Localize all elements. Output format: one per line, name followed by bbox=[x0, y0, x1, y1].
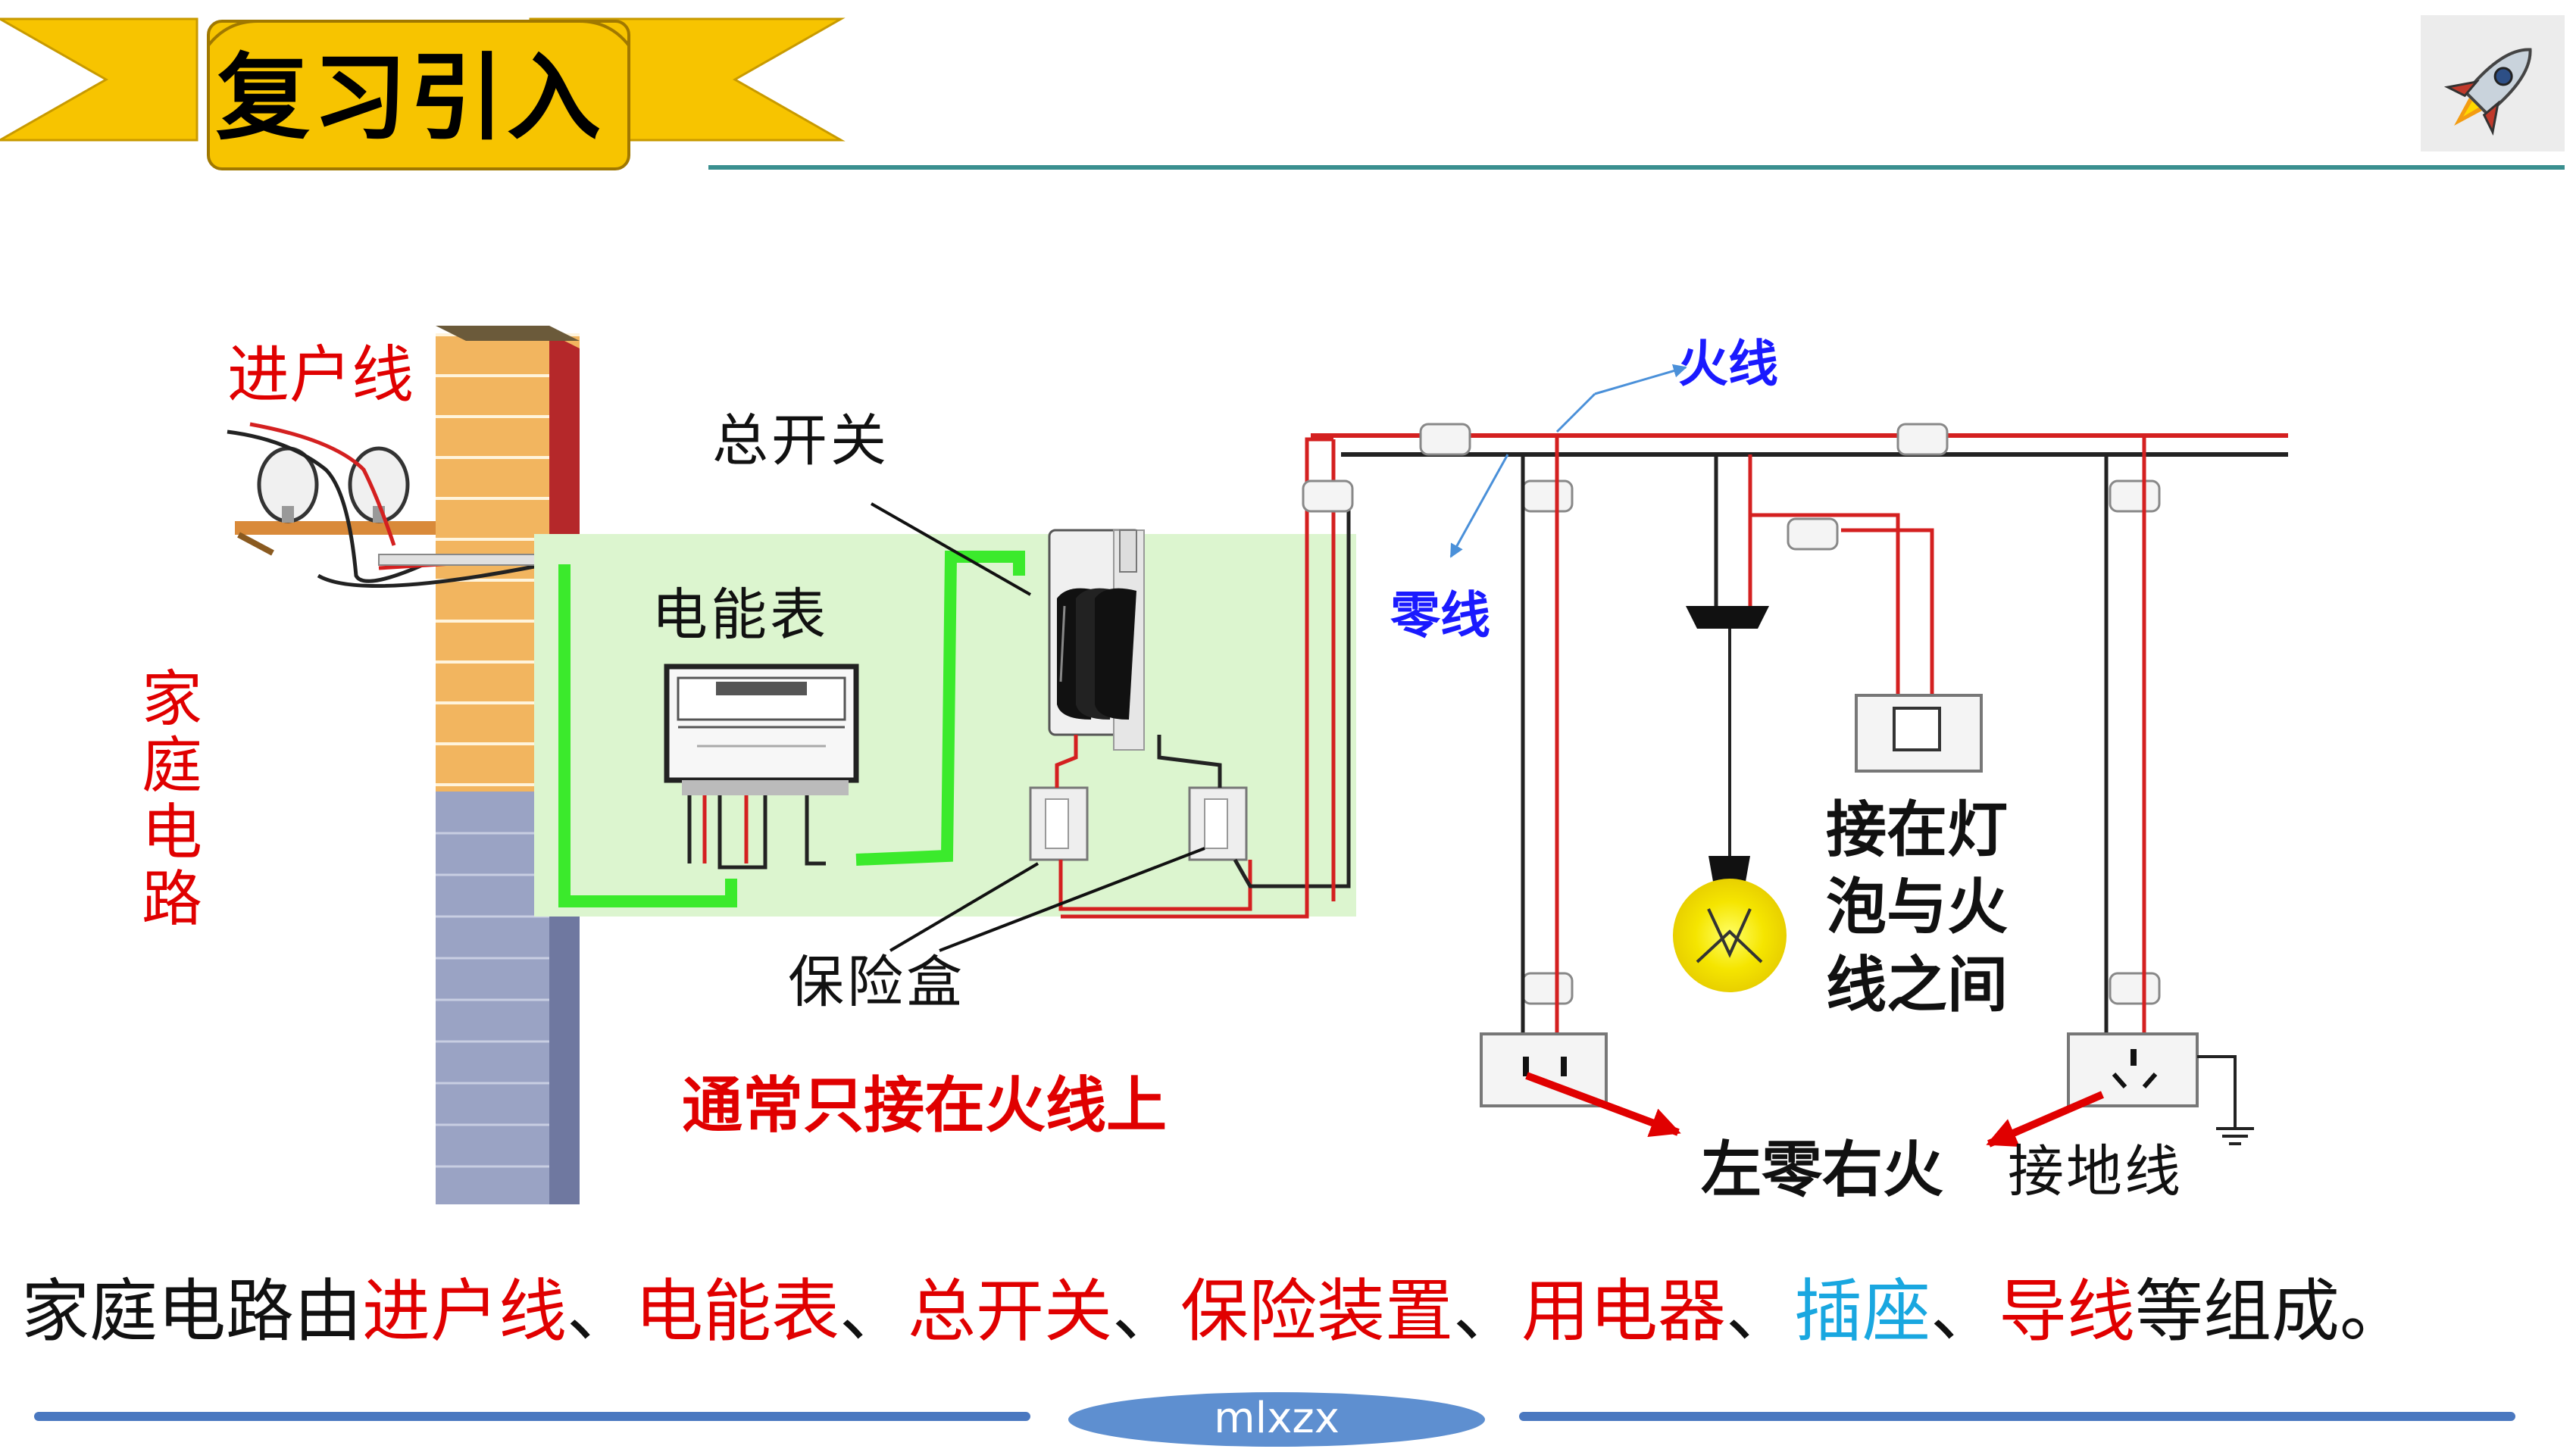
three-pin-socket bbox=[2067, 1032, 2254, 1145]
inlet-bracket bbox=[227, 422, 569, 589]
label-live-wire: 火线 bbox=[1678, 335, 1778, 393]
rocket-icon[interactable] bbox=[2421, 15, 2565, 151]
lamp-note-line-1: 接在灯 bbox=[1826, 795, 2008, 865]
banner-ribbon bbox=[0, 17, 846, 170]
light-bulb bbox=[1673, 606, 1787, 992]
main-switch bbox=[1048, 529, 1145, 751]
caption-segment: 导线 bbox=[1999, 1272, 2135, 1351]
electric-meter bbox=[664, 664, 859, 870]
circuit-diagram bbox=[227, 326, 2288, 1204]
caption-segment: 、 bbox=[1930, 1272, 1999, 1351]
caption-segment: 家庭电路由 bbox=[21, 1272, 362, 1351]
label-fuse-note: 通常只接在火线上 bbox=[682, 1070, 1167, 1141]
label-socket-rule: 左零右火 bbox=[1701, 1135, 1943, 1205]
label-main-switch: 总开关 bbox=[712, 408, 889, 473]
caption-segment: 用电器 bbox=[1521, 1272, 1726, 1351]
label-inlet: 进户线 bbox=[227, 339, 414, 411]
caption-segment: 等组成。 bbox=[2135, 1272, 2408, 1351]
vertical-title-text: 家庭电路 bbox=[132, 667, 202, 933]
caption-segment: 、 bbox=[1726, 1272, 1794, 1351]
footer-tag: mlxzx bbox=[1068, 1392, 1485, 1447]
caption-segment: 进户线 bbox=[362, 1272, 567, 1351]
label-meter: 电能表 bbox=[652, 582, 829, 648]
header-rule bbox=[708, 165, 2565, 170]
fuse-box-left bbox=[1029, 786, 1089, 861]
label-lamp-note: 接在灯 泡与火 线之间 bbox=[1826, 792, 2008, 1024]
caption-segment: 总开关 bbox=[908, 1272, 1112, 1351]
caption-segment: 电能表 bbox=[635, 1272, 839, 1351]
fuse-box-right bbox=[1188, 786, 1248, 861]
summary-caption: 家庭电路由进户线、电能表、总开关、保险装置、用电器、插座、导线等组成。 bbox=[21, 1271, 2408, 1353]
caption-segment: 插座 bbox=[1794, 1272, 1930, 1351]
page-title: 复习引入 bbox=[216, 44, 605, 153]
caption-segment: 、 bbox=[1112, 1272, 1180, 1351]
caption-segment: 保险装置 bbox=[1180, 1272, 1453, 1351]
caption-segment: 、 bbox=[839, 1272, 908, 1351]
lamp-note-line-2: 泡与火 bbox=[1826, 872, 2008, 943]
label-fuse-box: 保险盒 bbox=[788, 950, 965, 1015]
caption-segment: 、 bbox=[1453, 1272, 1521, 1351]
label-neutral-wire: 零线 bbox=[1390, 586, 1490, 645]
footer-rule-right bbox=[1519, 1412, 2515, 1421]
vertical-title: 家庭电路 bbox=[132, 667, 205, 933]
label-ground-wire: 接地线 bbox=[2008, 1139, 2183, 1204]
lamp-note-line-3: 线之间 bbox=[1826, 949, 2008, 1020]
wall-switch bbox=[1855, 694, 1983, 773]
caption-segment: 、 bbox=[567, 1272, 635, 1351]
footer-rule-left bbox=[34, 1412, 1030, 1421]
